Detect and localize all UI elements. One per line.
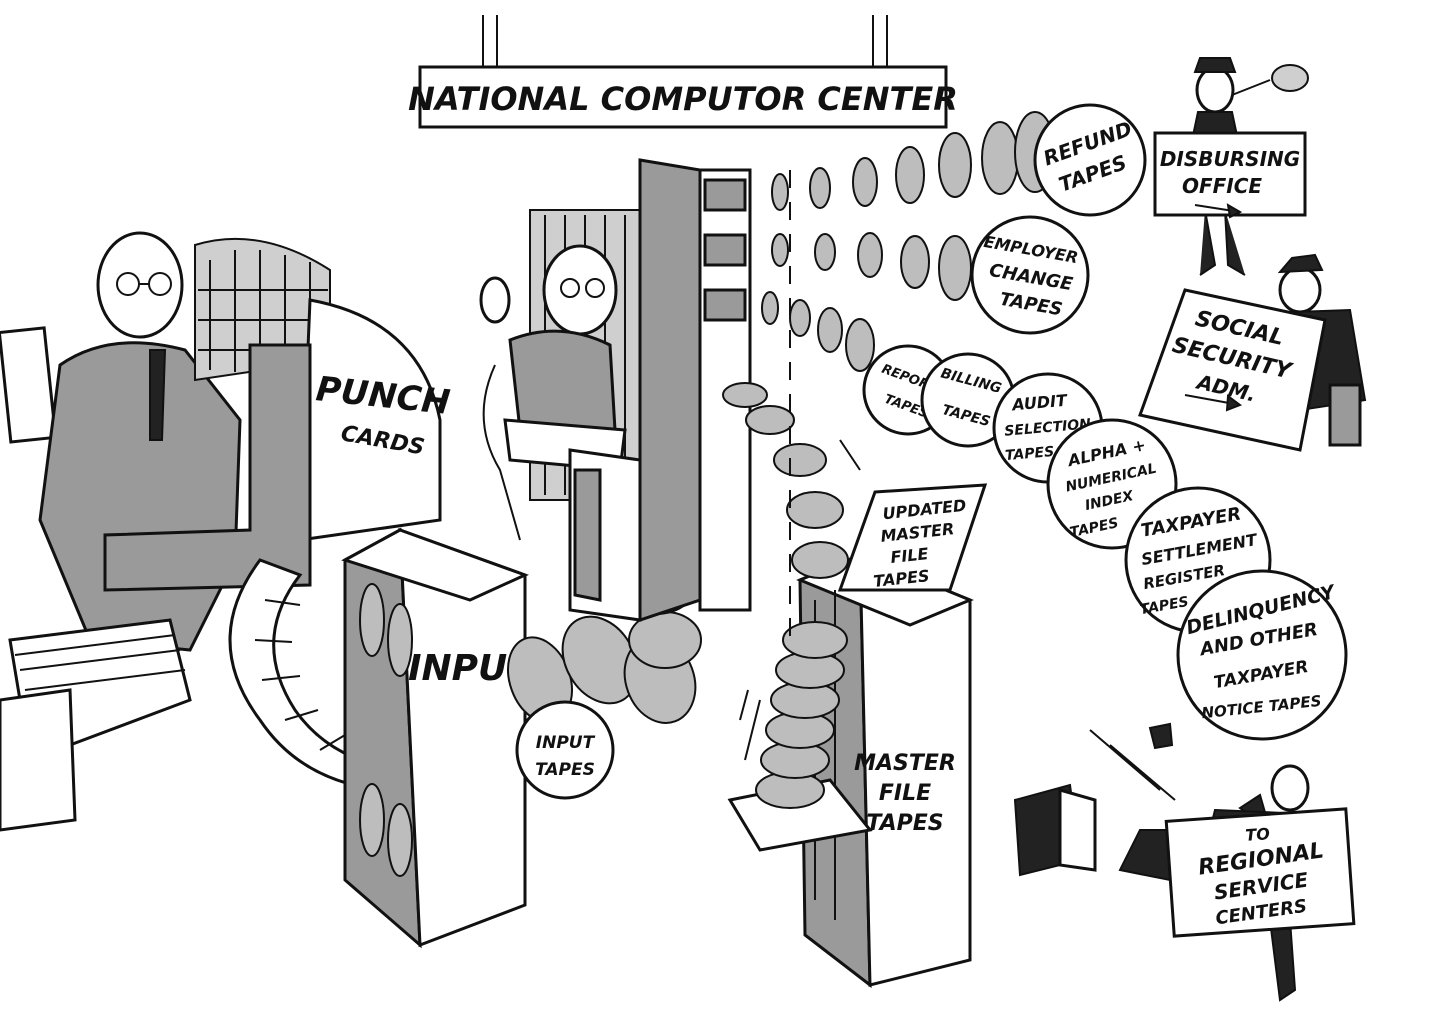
master-file-label-2: FILE <box>879 781 931 806</box>
social-security-figure: SOCIAL SECURITY ADM. <box>1138 253 1367 452</box>
reel-label: SELECTION <box>1004 416 1092 440</box>
regional-figure: TO REGIONAL SERVICE CENTERS <box>1013 722 1356 1002</box>
updated-master-label-3: FILE <box>890 544 930 567</box>
input-tapes-reel <box>515 700 615 800</box>
delinquency-notice-tapes-reel: DELINQUENCY AND OTHER TAXPAYER NOTICE TA… <box>1176 569 1348 741</box>
master-file-label-1: MASTER <box>854 751 956 776</box>
reel-label: AUDIT <box>1009 391 1068 415</box>
disbursing-office-figure: DISBURSING OFFICE <box>1153 57 1309 276</box>
header-title: NATIONAL COMPUTOR CENTER <box>408 80 958 118</box>
updated-master-file-card: UPDATED MASTER FILE TAPES <box>837 483 988 592</box>
output-tape-reels: REFUND TAPES EMPLOYER CHANGE TAPES REPOR… <box>862 103 1348 741</box>
reel-label: TAPES <box>1004 444 1054 464</box>
tape-stream-row <box>761 291 875 372</box>
master-file-cabinet: MASTER FILE TAPES <box>722 382 974 989</box>
regional-label-1: TO <box>1245 824 1271 845</box>
input-cabinet: INPUT <box>341 527 534 949</box>
disbursing-label-2: OFFICE <box>1182 174 1262 198</box>
master-file-label-3: TAPES <box>866 811 943 836</box>
header-sign: NATIONAL COMPUTOR CENTER <box>408 15 958 129</box>
refund-tapes-reel: REFUND TAPES <box>1033 103 1147 217</box>
alpha-numerical-index-tapes-reel: ALPHA + NUMERICAL INDEX TAPES <box>1046 418 1178 550</box>
central-console <box>479 158 752 623</box>
input-tapes-label-1: INPUT <box>536 733 596 753</box>
employer-change-tapes-reel: EMPLOYER CHANGE TAPES <box>970 215 1090 335</box>
input-tapes-label-2: TAPES <box>535 760 595 780</box>
disbursing-label-1: DISBURSING <box>1160 147 1300 171</box>
